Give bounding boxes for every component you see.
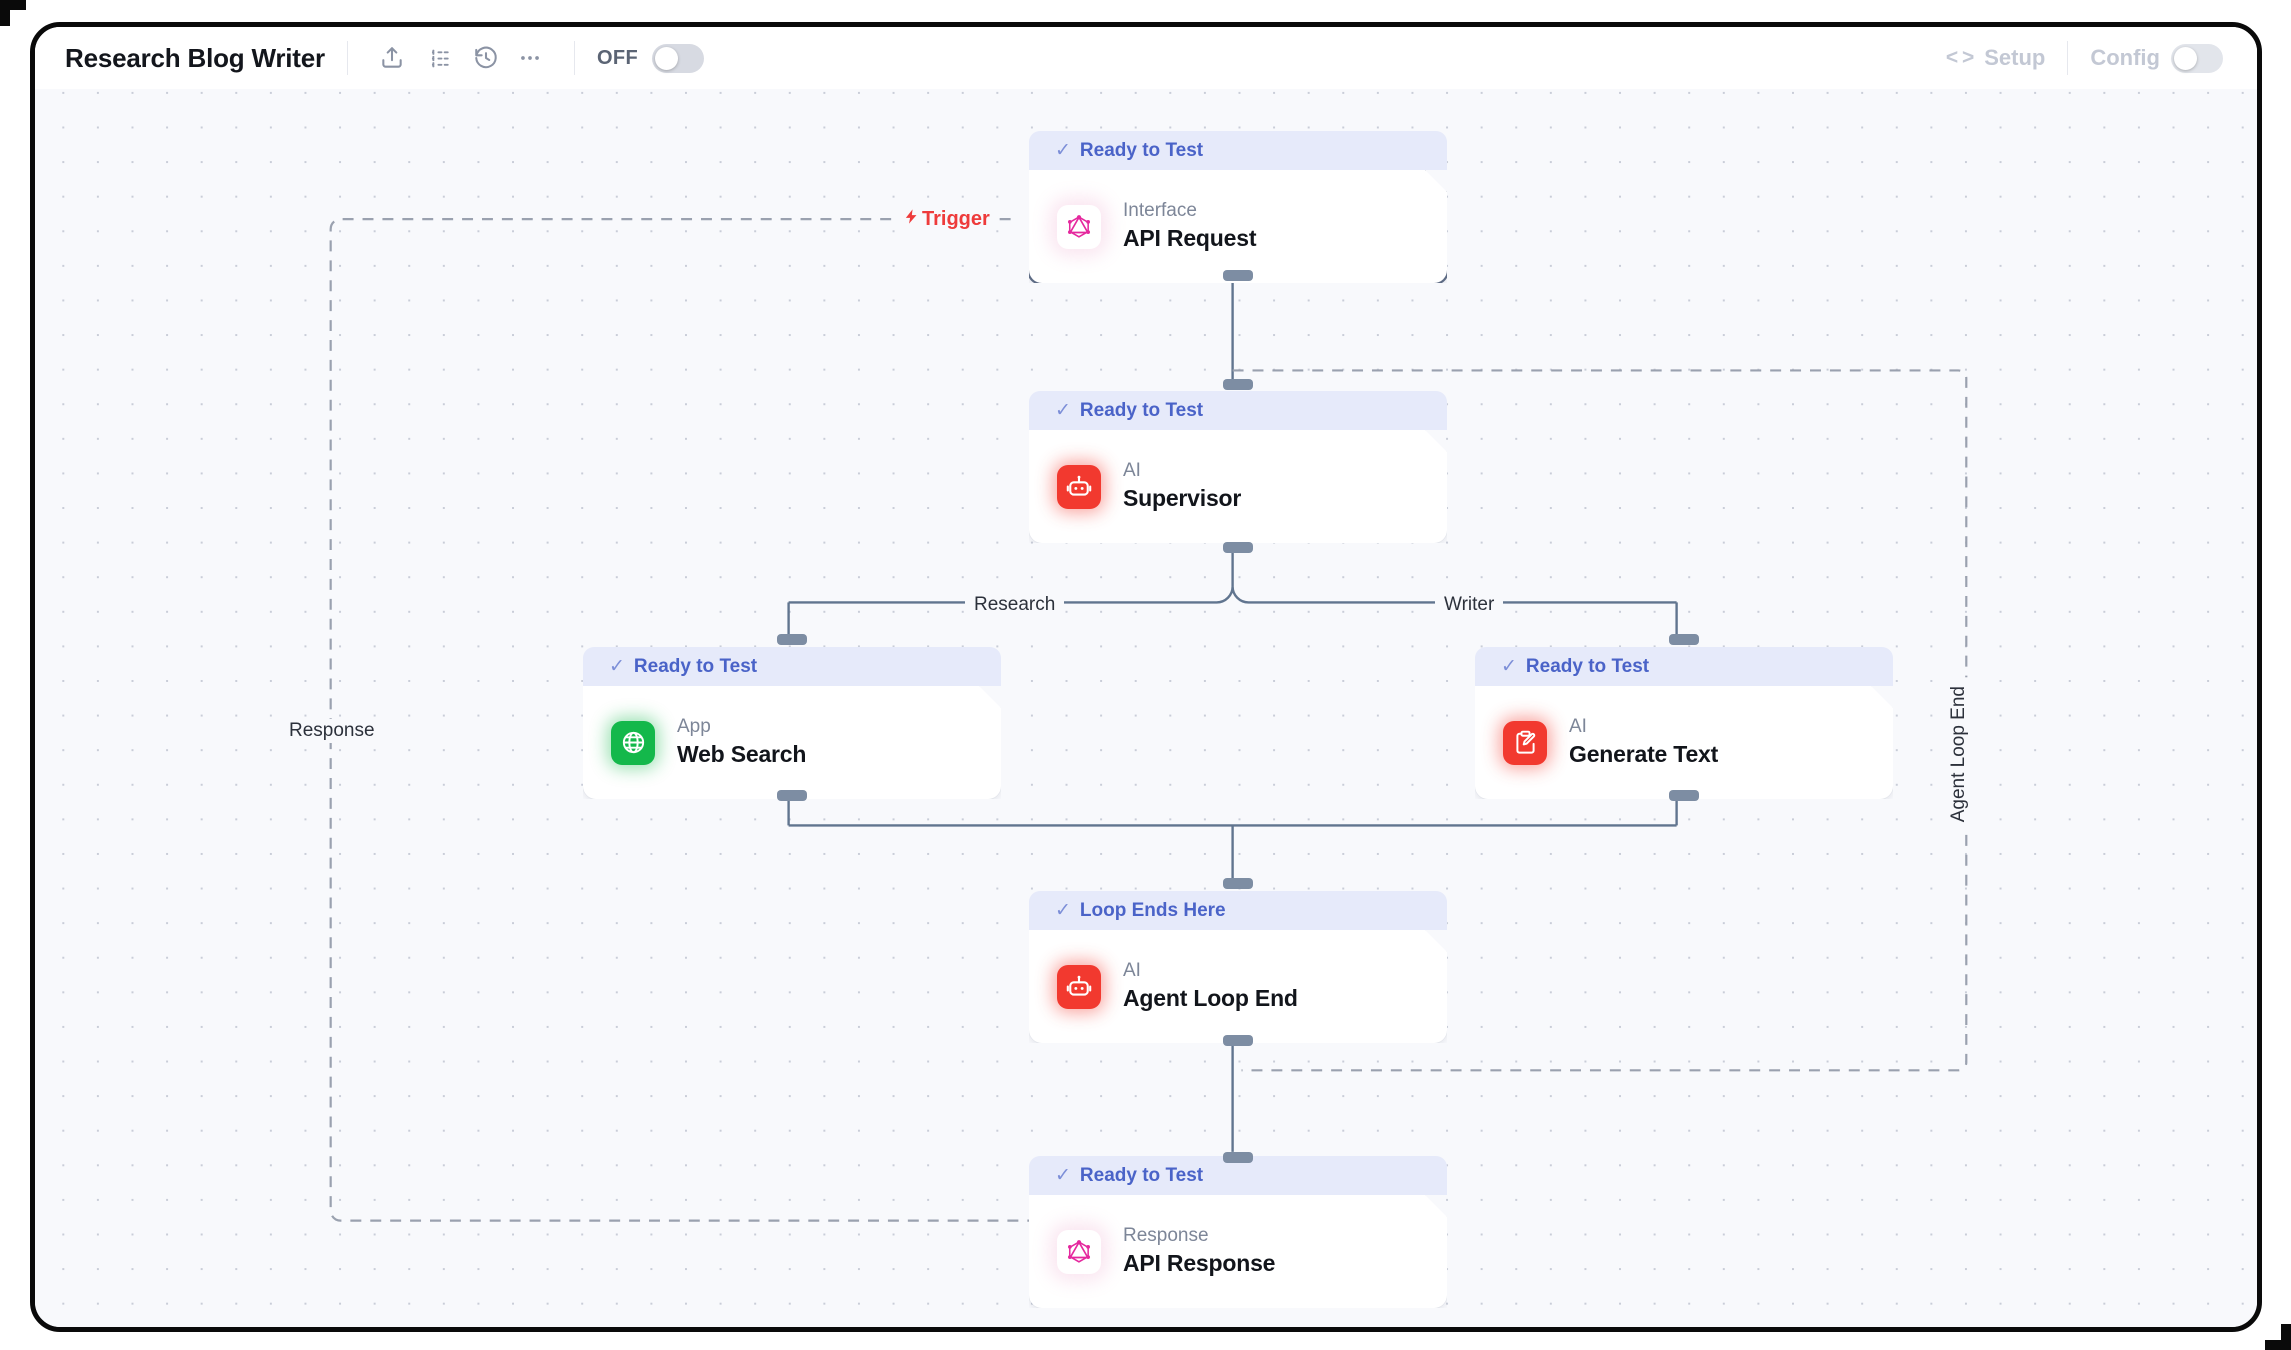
node-text: AI Supervisor	[1123, 460, 1241, 512]
handle-generate-text-out[interactable]	[1669, 790, 1699, 801]
node-title: API Response	[1123, 1250, 1276, 1277]
edge-label-response: Response	[280, 719, 384, 743]
node-generate-text[interactable]: ✓ Ready to Test AI Generate Text	[1475, 647, 1893, 799]
handle-agent-loop-end-in[interactable]	[1223, 878, 1253, 889]
node-status-text: Ready to Test	[633, 655, 758, 677]
node-kind: AI	[1569, 716, 1587, 738]
robot-icon	[1057, 465, 1101, 509]
node-body[interactable]: AI Agent Loop End	[1029, 930, 1447, 1043]
node-status-text: Ready to Test	[1079, 1164, 1204, 1186]
crop-mark-bottom-right-horizontal	[2265, 1340, 2291, 1350]
editor-toolbar: Research Blog Writer	[35, 27, 2257, 89]
node-status-text: Ready to Test	[1525, 655, 1650, 677]
node-status-text: Ready to Test	[1079, 139, 1204, 161]
config-label: Config	[2090, 45, 2160, 70]
node-supervisor[interactable]: ✓ Ready to Test AI Supervisor	[1029, 391, 1447, 543]
node-text: AI Generate Text	[1569, 716, 1718, 768]
toggle-knob	[655, 46, 679, 70]
node-title: Web Search	[677, 741, 807, 768]
node-status-bar: ✓ Ready to Test	[1029, 391, 1447, 430]
node-status-bar: ✓ Ready to Test	[583, 647, 1001, 686]
share-upload-icon[interactable]	[370, 36, 414, 80]
handle-agent-loop-end-out[interactable]	[1223, 1035, 1253, 1046]
node-body[interactable]: App Web Search	[583, 686, 1001, 799]
more-options-icon[interactable]	[508, 36, 552, 80]
node-status-text: Loop Ends Here	[1079, 899, 1226, 921]
version-history-icon[interactable]	[464, 36, 508, 80]
node-status-text: Ready to Test	[1079, 399, 1204, 421]
node-kind: App	[677, 716, 711, 738]
node-title: Agent Loop End	[1123, 985, 1298, 1012]
graphql-icon	[1057, 1230, 1101, 1274]
workflow-title: Research Blog Writer	[65, 42, 325, 73]
crop-mark-top-left-vertical	[0, 0, 10, 26]
node-kind: Interface	[1123, 200, 1197, 222]
config-toggle-group[interactable]: Config	[2090, 43, 2223, 73]
node-text: AI Agent Loop End	[1123, 960, 1298, 1012]
toolbar-divider	[346, 41, 348, 75]
config-toggle[interactable]	[2171, 43, 2223, 73]
toolbar-divider-3	[2067, 41, 2069, 75]
handle-supervisor-in[interactable]	[1223, 379, 1253, 390]
graphql-icon	[1057, 205, 1101, 249]
workflow-power-toggle[interactable]	[652, 43, 705, 73]
robot-icon	[1057, 965, 1101, 1009]
code-brackets-icon: < >	[1945, 46, 1974, 69]
node-status-bar: ✓ Ready to Test	[1475, 647, 1893, 686]
toggle-knob	[2174, 46, 2197, 70]
check-icon: ✓	[609, 656, 625, 677]
node-text: Interface API Request	[1123, 200, 1256, 252]
edge-label-writer: Writer	[1435, 593, 1504, 617]
crop-mark-top-left-horizontal	[0, 0, 26, 10]
crop-mark-bottom-right-vertical	[2281, 1324, 2291, 1350]
check-icon: ✓	[1501, 656, 1517, 677]
node-web-search[interactable]: ✓ Ready to Test App Web Search	[583, 647, 1001, 799]
edge-supervisor-split-bus	[788, 586, 1677, 604]
check-icon: ✓	[1055, 140, 1071, 161]
node-kind: AI	[1123, 960, 1141, 982]
handle-web-search-out[interactable]	[777, 790, 807, 801]
node-api-request[interactable]: ✓ Ready to Test Interface API Request	[1029, 131, 1447, 283]
node-status-bar: ✓ Ready to Test	[1029, 131, 1447, 170]
handle-web-search-in[interactable]	[777, 634, 807, 645]
node-status-bar: ✓ Loop Ends Here	[1029, 891, 1447, 930]
node-agent-loop-end[interactable]: ✓ Loop Ends Here AI Agent Loop End	[1029, 891, 1447, 1043]
globe-icon	[611, 721, 655, 765]
node-title: Generate Text	[1569, 741, 1719, 768]
node-body[interactable]: AI Supervisor	[1029, 430, 1447, 543]
edge-label-research: Research	[965, 593, 1065, 617]
node-text: App Web Search	[677, 716, 806, 768]
handle-api-response-in[interactable]	[1223, 1152, 1253, 1163]
workflow-power-label: OFF	[596, 46, 639, 69]
check-icon: ✓	[1055, 900, 1071, 921]
node-title: Supervisor	[1123, 485, 1242, 512]
node-title: API Request	[1123, 225, 1257, 252]
handle-api-request-out[interactable]	[1223, 270, 1253, 281]
node-body[interactable]: Response API Response	[1029, 1195, 1447, 1308]
toolbar-divider-2	[573, 41, 575, 75]
check-icon: ✓	[1055, 400, 1071, 421]
node-body[interactable]: Interface API Request	[1029, 170, 1447, 283]
region-label-agent-loop-end: Agent Loop End	[1947, 677, 1971, 832]
handle-generate-text-in[interactable]	[1669, 634, 1699, 645]
workflow-editor-window: Research Blog Writer	[30, 22, 2262, 1332]
node-body[interactable]: AI Generate Text	[1475, 686, 1893, 799]
setup-label: Setup	[1984, 45, 2046, 70]
trigger-label: Trigger	[897, 205, 996, 234]
node-kind: AI	[1123, 460, 1141, 482]
list-view-icon[interactable]	[420, 36, 464, 80]
lightning-bolt-icon	[903, 207, 920, 232]
clipboard-pencil-icon	[1503, 721, 1547, 765]
check-icon: ✓	[1055, 1165, 1071, 1186]
node-kind: Response	[1123, 1225, 1209, 1247]
node-api-response[interactable]: ✓ Ready to Test Response API Response	[1029, 1156, 1447, 1308]
node-text: Response API Response	[1123, 1225, 1275, 1277]
handle-supervisor-out[interactable]	[1223, 542, 1253, 553]
setup-button[interactable]: < > Setup	[1946, 45, 2046, 71]
trigger-label-text: Trigger	[922, 208, 990, 230]
